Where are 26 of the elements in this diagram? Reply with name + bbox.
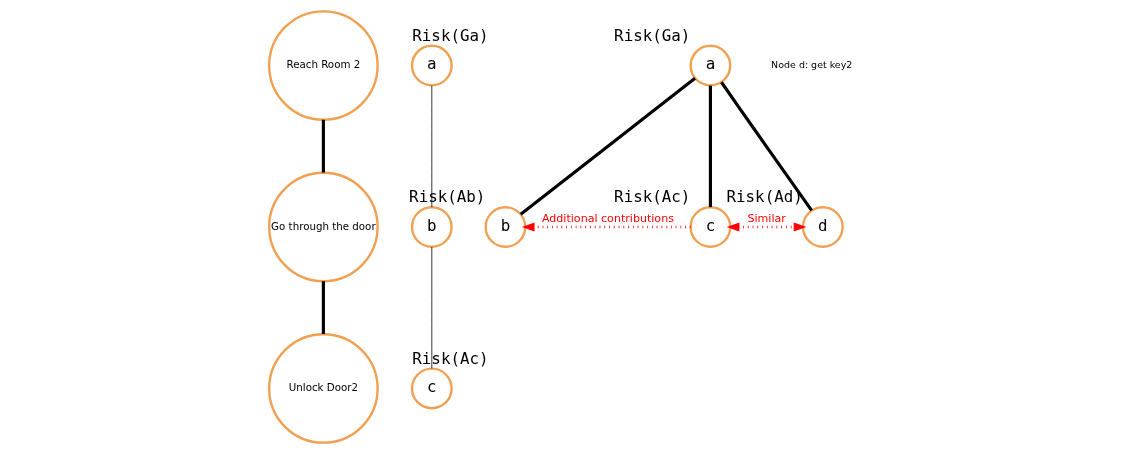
node-circle: Reach Room 2: [267, 10, 379, 121]
connector: [719, 81, 813, 212]
node-circle: b: [410, 206, 453, 248]
node-label: Risk(Ac): [411, 348, 489, 368]
node-label: Risk(Ga): [613, 26, 690, 45]
node-circle: d: [801, 206, 844, 248]
node-circle: Go through the door: [267, 171, 379, 283]
node-circle: a: [688, 44, 731, 87]
edge-label: Similar: [746, 211, 786, 225]
label: Node d: get key2: [770, 58, 852, 70]
node-circle: Unlock Door2: [267, 333, 379, 444]
node-circle: a: [410, 44, 453, 87]
arrow: [521, 222, 691, 232]
node-circle: c: [410, 367, 453, 410]
node-circle: b: [483, 206, 526, 248]
connector: [321, 119, 325, 173]
node-label: Risk(Ac): [613, 187, 690, 207]
node-label: Risk(Ab): [408, 187, 485, 207]
edge-label: Additional contributions: [541, 211, 674, 225]
connector: [321, 281, 325, 334]
node-label: Risk(Ga): [411, 26, 489, 45]
arrow: [726, 222, 806, 232]
node-label: Risk(Ad): [726, 187, 803, 207]
connector: [519, 77, 696, 216]
connector: [708, 85, 712, 208]
node-circle: c: [688, 206, 731, 248]
